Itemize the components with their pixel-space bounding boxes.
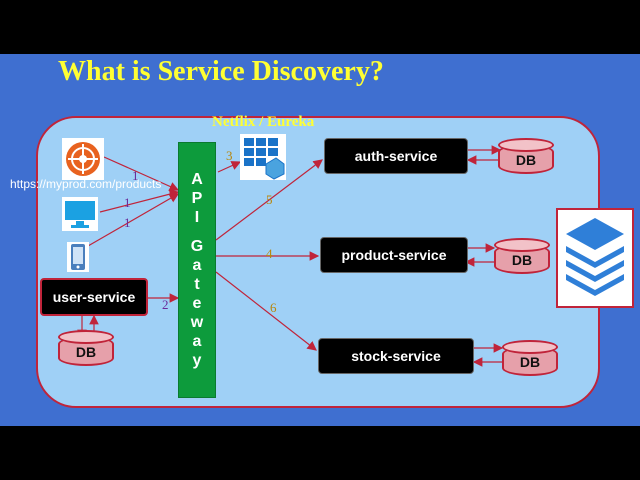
gateway-letter: e (192, 295, 202, 312)
user-db: DB (58, 330, 114, 370)
product-service-box: product-service (320, 237, 468, 273)
step-number-client2: 1 (124, 195, 131, 210)
client-url: https://myprod.com/products (10, 177, 162, 191)
db-label: DB (511, 252, 533, 268)
gateway-letter: I (194, 209, 200, 226)
gateway-letter: t (194, 276, 200, 293)
bottom-bar (0, 426, 640, 480)
gateway-letter: a (192, 333, 202, 350)
step-number-eureka: 3 (226, 148, 233, 163)
mobile-client-icon (67, 242, 89, 272)
gateway-letter: w (190, 314, 204, 331)
db-label: DB (519, 354, 541, 370)
page-title: What is Service Discovery? (58, 56, 384, 87)
step-number-product: 4 (266, 246, 273, 261)
gateway-letter: G (190, 238, 204, 255)
gateway-letter: a (192, 257, 202, 274)
api-gateway: A P I G a t e w a y (178, 142, 216, 398)
db-label: DB (75, 344, 97, 360)
layers-stack-icon (556, 208, 634, 308)
arrow-auth (215, 159, 323, 241)
step-number-stock: 6 (270, 300, 277, 315)
eureka-label: Netflix / Eureka (212, 114, 315, 130)
arrow-stock (215, 271, 317, 351)
db-label: DB (515, 152, 537, 168)
product-db: DB (494, 238, 550, 278)
arrow-eureka (217, 161, 242, 173)
web-client-icon (62, 138, 104, 180)
gateway-letter: P (191, 190, 203, 207)
auth-service-box: auth-service (324, 138, 468, 174)
gateway-letter: A (191, 171, 203, 188)
arrow-web-client (103, 156, 180, 191)
stock-service-box: stock-service (318, 338, 474, 374)
step-number-client3: 1 (124, 215, 131, 230)
gateway-letter: y (192, 352, 202, 369)
desktop-client-icon (62, 197, 98, 231)
arrow-desktop-client (99, 189, 180, 213)
eureka-registry-icon (240, 134, 286, 180)
step-number-client1: 1 (132, 168, 139, 183)
auth-db: DB (498, 138, 554, 178)
step-number-user: 2 (162, 297, 169, 312)
user-service-box: user-service (40, 278, 148, 316)
arrow-mobile-client (87, 193, 180, 247)
stock-db: DB (502, 340, 558, 380)
step-number-auth: 5 (266, 192, 273, 207)
